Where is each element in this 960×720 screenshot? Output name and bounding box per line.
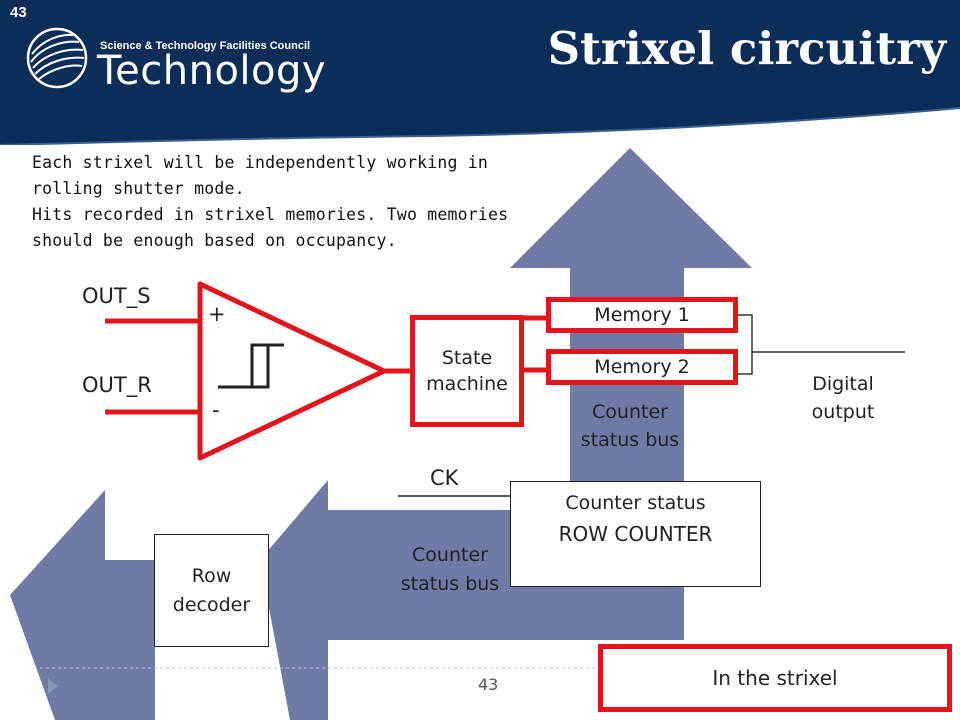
memory-1-label: Memory 1 (594, 304, 690, 326)
row-decoder-arrow (10, 490, 105, 720)
digital-output-label: Digital output (802, 370, 884, 426)
upper-bus-label-line: Counter (592, 401, 668, 423)
state-machine-label: State (441, 347, 493, 369)
row-decoder-label: Row (191, 564, 232, 587)
ck-label: CK (430, 466, 459, 490)
org-name: Science & Technology Facilities Council (100, 40, 311, 52)
memory-2-box: Memory 2 (546, 349, 738, 385)
row-counter-label: ROW COUNTER (558, 522, 713, 546)
state-machine-box: State machine (410, 315, 524, 427)
memory-1-box: Memory 1 (546, 297, 738, 333)
out-r-label: OUT_R (82, 373, 152, 397)
description-line: Each strixel will be independently worki… (32, 153, 489, 172)
lower-bus-label-line: Counter (412, 544, 488, 566)
org-logo-wordmark: Technology (97, 48, 327, 94)
memory-bracket (738, 314, 753, 375)
plus-sign: + (208, 302, 226, 326)
description-text: Each strixel will be independently worki… (32, 150, 552, 254)
comparator-triangle (197, 281, 387, 461)
row-decoder-label: decoder (172, 593, 251, 616)
footer-arrow-icon (48, 678, 58, 694)
upper-bus-label-line: status bus (580, 429, 680, 451)
state-machine-label: machine (426, 373, 508, 395)
footer-page-number: 43 (478, 675, 499, 694)
slide-title: Strixel circuitry (547, 22, 946, 75)
row-decoder-box: Row decoder (154, 534, 269, 647)
description-line: should be enough based on occupancy. (32, 231, 397, 250)
legend-label: In the strixel (712, 666, 838, 690)
row-counter-box: Counter status ROW COUNTER (510, 481, 761, 587)
minus-sign: - (212, 398, 220, 422)
out-s-label: OUT_S (82, 284, 151, 308)
digital-output-line-2: output (811, 401, 875, 423)
hysteresis-icon (218, 343, 284, 389)
description-line: rolling shutter mode. (32, 179, 245, 198)
counter-status-label: Counter status (565, 492, 706, 514)
legend-box: In the strixel (598, 644, 952, 712)
slide-number-top: 43 (10, 4, 27, 21)
digital-output-line-1: Digital (812, 373, 874, 395)
description-line: Hits recorded in strixel memories. Two m… (32, 205, 509, 224)
stfc-logo-icon (26, 27, 88, 89)
header-banner (0, 0, 960, 145)
lower-bus-label-line: status bus (400, 573, 500, 595)
memory-2-label: Memory 2 (594, 356, 690, 378)
upper-bus-label: Counter status bus (570, 398, 690, 454)
lower-bus-label: Counter status bus (388, 541, 512, 599)
